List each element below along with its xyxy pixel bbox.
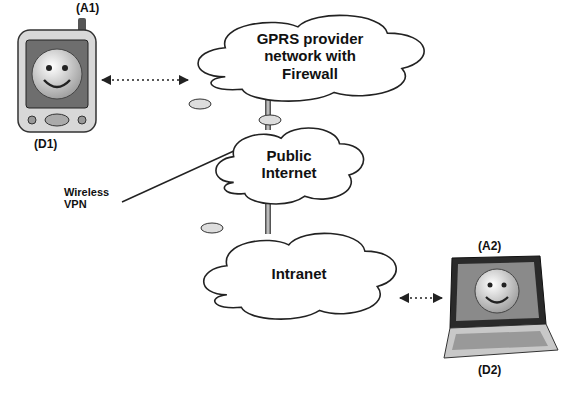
network-cloud: GPRS provider network with Firewall — [189, 4, 431, 108]
laptop — [444, 256, 558, 358]
callout-label: (D2) — [478, 364, 501, 377]
cloud-label: GPRS provider network with Firewall — [235, 30, 385, 82]
wireless-link — [102, 79, 188, 81]
callout-label: (D1) — [34, 138, 57, 151]
network-cloud: Intranet — [196, 222, 402, 326]
callout-label: (A1) — [76, 2, 99, 15]
cloud-label: Intranet — [239, 265, 359, 282]
annotation-label: Wireless VPN — [64, 186, 124, 210]
callout-label: (A2) — [478, 240, 501, 253]
lan-link — [400, 297, 442, 299]
router-disc — [189, 99, 211, 109]
network-cloud: Public Internet — [210, 118, 368, 210]
router-disc — [259, 115, 281, 125]
cloud-label: Public Internet — [244, 147, 334, 182]
router-disc — [201, 223, 223, 233]
pda-phone — [18, 18, 96, 132]
